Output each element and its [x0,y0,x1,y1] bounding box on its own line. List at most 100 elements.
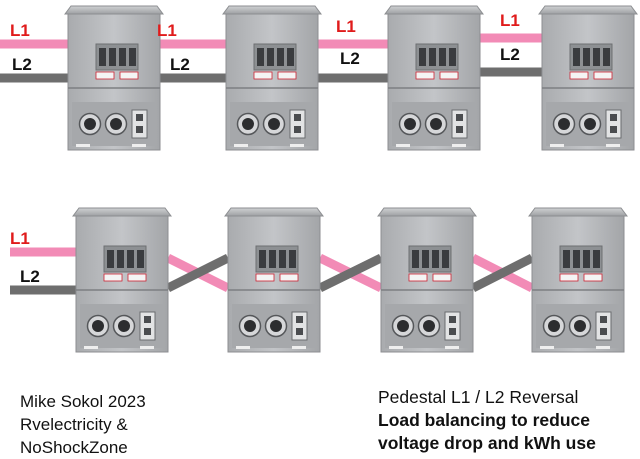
pedestal-7 [377,207,477,353]
pedestal-3 [384,5,484,151]
warning-label [569,71,589,80]
receptacle-face [548,320,560,332]
breaker-handle [563,250,570,268]
tag [140,346,154,349]
tag [596,346,610,349]
receptacle-face [397,320,409,332]
tag [445,346,459,349]
l2-label: L2 [340,49,360,68]
gfci-receptacle [451,109,468,139]
breaker-handle [583,250,590,268]
breaker-handle [137,250,144,268]
gfci-slot [144,316,151,323]
credit-line-1: Mike Sokol 2023 [20,392,146,411]
pedestal-8 [528,207,628,353]
tag [76,144,90,147]
breaker-handle [259,250,266,268]
gfci-slot [610,126,617,133]
breaker-handle [432,250,439,268]
gfci-receptacle [289,109,306,139]
gfci-receptacle [139,311,156,341]
receptacle-face [270,320,282,332]
pedestal-roof [377,207,477,217]
breaker-handle [267,48,274,66]
diagram-title: Pedestal L1 / L2 Reversal Load balancing… [378,386,596,455]
breaker-handle [117,250,124,268]
gfci-slot [136,114,143,121]
l2-wire-cross [165,253,231,293]
credit-line-3: NoShockZone [20,438,128,457]
breaker-handle [287,48,294,66]
pedestal-roof [222,5,322,15]
pedestal-roof [384,5,484,15]
breaker-handle [129,48,136,66]
breaker-handle [442,250,449,268]
breaker-handle [277,48,284,66]
breaker-handle [279,250,286,268]
tag [606,144,620,147]
tag [452,144,466,147]
warning-label [253,71,273,80]
tag [389,346,403,349]
warning-label [559,273,579,282]
gfci-slot [600,328,607,335]
tag [132,144,146,147]
credit-line-2: Rvelectricity & [20,415,128,434]
breaker-handle [107,250,114,268]
warning-label [255,273,275,282]
tag [234,144,248,147]
gfci-receptacle [131,109,148,139]
receptacle-face [404,118,416,130]
title-line-1: Pedestal L1 / L2 Reversal [378,387,579,407]
gfci-slot [456,114,463,121]
gfci-receptacle [291,311,308,341]
pedestal-1 [64,5,164,151]
author-credit: Mike Sokol 2023 Rvelectricity & NoShockZ… [20,390,146,459]
l2-wire-cross [318,253,383,293]
gfci-slot [449,328,456,335]
l1-label: L1 [10,229,30,248]
breaker-handle [603,48,610,66]
gfci-slot [449,316,456,323]
warning-label [593,71,613,80]
gfci-slot [294,114,301,121]
pedestal-5 [72,207,172,353]
gfci-receptacle [605,109,622,139]
l1-label: L1 [10,21,30,40]
receptacle-face [584,118,596,130]
l1-label: L1 [500,11,520,30]
gfci-receptacle [444,311,461,341]
gfci-slot [600,316,607,323]
receptacle-face [110,118,122,130]
l2-label: L2 [500,45,520,64]
breaker-handle [99,48,106,66]
title-line-2: Load balancing to reduce [378,410,590,430]
breaker-handle [289,250,296,268]
tag [290,144,304,147]
warning-label [127,273,147,282]
receptacle-face [92,320,104,332]
tag [292,346,306,349]
breaker-handle [257,48,264,66]
gfci-slot [144,328,151,335]
tag [84,346,98,349]
warning-label [583,273,603,282]
breaker-handle [593,250,600,268]
breaker-handle [422,250,429,268]
tag [236,346,250,349]
receptacle-face [118,320,130,332]
breaker-handle [439,48,446,66]
pedestal-6 [224,207,324,353]
breaker-handle [419,48,426,66]
breaker-handle [109,48,116,66]
warning-label [119,71,139,80]
receptacle-face [84,118,96,130]
breaker-handle [449,48,456,66]
gfci-slot [136,126,143,133]
receptacle-face [244,320,256,332]
pedestal-roof [538,5,638,15]
warning-label [408,273,428,282]
tag [550,144,564,147]
